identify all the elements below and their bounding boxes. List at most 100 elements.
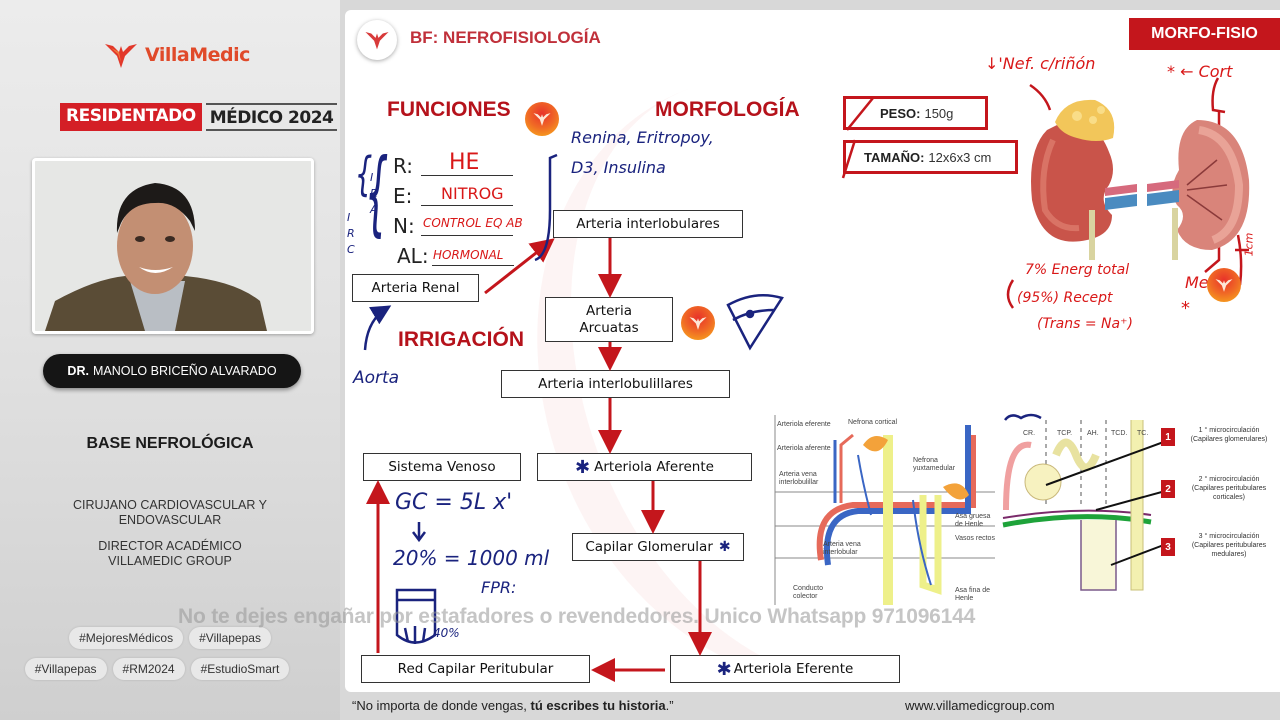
presenter-video-frame bbox=[35, 161, 311, 331]
micro-item-3: 3 ° microcirculación (Capilares peritubu… bbox=[1179, 532, 1279, 559]
asterisk-icon: ✱ bbox=[716, 658, 732, 680]
presenter-webcam bbox=[32, 158, 314, 334]
segment-ah: AH. bbox=[1087, 430, 1099, 437]
brand-name: VillaMedic bbox=[145, 44, 250, 66]
fpr-note: FPR: bbox=[481, 578, 517, 597]
phoenix-icon bbox=[365, 32, 389, 50]
label-arteriola-eferente: Arteriola eferente bbox=[777, 421, 831, 428]
box-capilar-glomerular: Capilar Glomerular ✱ bbox=[572, 533, 744, 561]
micro-item-1: 1 ° microcirculación (Capilares glomerul… bbox=[1179, 426, 1279, 444]
presenter-name: MANOLO BRICEÑO ALVARADO bbox=[92, 364, 277, 378]
hashtag: #Villapepas bbox=[24, 658, 107, 680]
heading-irrigacion: IRRIGACIÓN bbox=[398, 328, 524, 351]
asterisk-icon: ✱ bbox=[575, 456, 591, 478]
website-link[interactable]: www.villamedicgroup.com bbox=[905, 698, 1055, 713]
funcion-key-e: E: bbox=[393, 184, 413, 208]
lecture-slide: BF: NEFROFISIOLOGÍA MORFO-FISIO FUNCIONE… bbox=[345, 10, 1280, 692]
micro-number-2: 2 bbox=[1161, 480, 1175, 498]
label-conducto-colector: Conducto colector bbox=[793, 585, 823, 600]
segment-cr: CR. bbox=[1023, 430, 1036, 437]
microcirculation-drawing bbox=[1002, 413, 1170, 591]
heading-funciones: FUNCIONES bbox=[387, 98, 511, 121]
villamedic-medal-icon bbox=[681, 306, 715, 340]
flow-arrows bbox=[363, 77, 1249, 682]
villamedic-medal-icon bbox=[1207, 268, 1241, 302]
banner-black-text: MÉDICO 2024 bbox=[205, 103, 338, 131]
funcion-blank-n bbox=[421, 220, 513, 236]
nephron-diagram-drawing bbox=[774, 415, 995, 605]
presenter-name-badge: DR. MANOLO BRICEÑO ALVARADO bbox=[43, 354, 301, 388]
energy-note-3: (Trans = Na⁺) bbox=[1037, 316, 1133, 332]
tamano-label: TAMAÑO: bbox=[864, 149, 925, 165]
funcion-answer-al: HORMONAL bbox=[433, 248, 504, 262]
arteriola-aferente-label: Arteriola Aferente bbox=[594, 458, 714, 475]
course-title: BASE NEFROLÓGICA bbox=[86, 435, 254, 452]
presenter-sidebar: VillaMedic RESIDENTADO MÉDICO 2024 DR. M… bbox=[0, 0, 340, 720]
tamano-value: 12x6x3 cm bbox=[928, 149, 992, 165]
hashtag-row-1: #MejoresMédicos #Villapepas bbox=[0, 627, 340, 649]
funcion-blank-al bbox=[432, 250, 514, 266]
presenter-role-1: CIRUJANO CARDIOVASCULAR Y ENDOVASCULAR bbox=[0, 498, 340, 528]
arteriola-eferente-label: Arteriola Eferente bbox=[733, 660, 854, 677]
section-badge: MORFO-FISIO bbox=[1129, 18, 1280, 50]
funcion-key-n: N: bbox=[393, 214, 415, 238]
flow-note: 20% = 1000 ml bbox=[393, 546, 550, 570]
footer-quote: “No importa de donde vengas, tú escribes… bbox=[352, 698, 674, 713]
micro-desc-3: (Capilares peritubulares medulares) bbox=[1191, 542, 1267, 558]
micro-title-1: 1 ° microcirculación bbox=[1198, 427, 1260, 434]
pct-note: 40% bbox=[433, 626, 460, 640]
slide-logo bbox=[357, 20, 397, 60]
box-red-capilar-peritubular: Red Capilar Peritubular bbox=[361, 655, 590, 683]
role-2-line-2: VILLAMEDIC GROUP bbox=[108, 554, 232, 568]
bracket-inner: { bbox=[365, 139, 389, 246]
label-nefrona-cortical: Nefrona cortical bbox=[848, 419, 898, 426]
funcion-answer-e: NITROG bbox=[441, 184, 504, 203]
label-nefrona-yuxtamedular: Nefrona yuxtamedular bbox=[913, 457, 956, 472]
hormones-note-2: D3, Insulina bbox=[571, 158, 666, 177]
bracket-outer: { bbox=[354, 147, 373, 201]
micro-number-1: 1 bbox=[1161, 428, 1175, 446]
funcion-key-al: AL: bbox=[397, 244, 429, 268]
quote-start: “No importa de donde vengas, bbox=[352, 698, 531, 713]
label-arteria-vena-interlobular: Arteria vena interlobular bbox=[823, 541, 861, 556]
box-arteria-interlobulillares: Arteria interlobulillares bbox=[501, 370, 730, 398]
micro-item-2: 2 ° microcirculación (Capilares peritubu… bbox=[1179, 475, 1279, 502]
presenter-role-2: DIRECTOR ACADÉMICO VILLAMEDIC GROUP bbox=[0, 539, 340, 569]
role-2-line-1: DIRECTOR ACADÉMICO bbox=[98, 539, 242, 553]
role-1-line-2: ENDOVASCULAR bbox=[118, 513, 222, 527]
peso-box: PESO: 150g bbox=[843, 96, 988, 130]
villamedic-logo: VillaMedic bbox=[103, 40, 250, 70]
hormones-note-1: Renina, Eritropoy, bbox=[571, 128, 714, 147]
kidney-illustration bbox=[1031, 99, 1250, 260]
energy-note-2: (95%) Recept bbox=[1017, 290, 1113, 306]
micro-title-3: 3 ° microcirculación bbox=[1198, 533, 1260, 540]
funcion-blank-r bbox=[421, 160, 513, 176]
aorta-note: Aorta bbox=[353, 368, 400, 388]
capilar-glomerular-label: Capilar Glomerular bbox=[585, 538, 713, 555]
hashtag: #EstudioSmart bbox=[190, 658, 290, 680]
arcuatas-line-1: Arteria bbox=[586, 302, 632, 319]
box-arteria-interlobulares: Arteria interlobulares bbox=[553, 210, 743, 238]
cortex-note: * ← Cort bbox=[1167, 62, 1233, 81]
label-arteriola-aferente: Arteriola aferente bbox=[777, 445, 831, 452]
box-sistema-venoso: Sistema Venoso bbox=[363, 453, 521, 481]
quote-bold: tú escribes tu historia bbox=[530, 698, 666, 713]
quote-end: .” bbox=[665, 698, 674, 713]
label-arteria-vena-interlobulillar: Arteria vena interlobulillar bbox=[779, 471, 819, 486]
box-arteriola-eferente: ✱ Arteriola Eferente bbox=[670, 655, 900, 683]
phoenix-logo-icon bbox=[105, 44, 137, 68]
funcion-answer-n: CONTROL EQ AB bbox=[423, 216, 523, 230]
peso-label: PESO: bbox=[880, 105, 921, 121]
segment-tcp: TCP. bbox=[1057, 430, 1073, 437]
funcion-key-r: R: bbox=[393, 154, 414, 178]
hashtag: #RM2024 bbox=[112, 658, 185, 680]
energy-note-1: 7% Energ total bbox=[1025, 262, 1130, 278]
hashtag-row-2: #Villapepas #RM2024 #EstudioSmart bbox=[0, 658, 340, 680]
segment-tc: TC. bbox=[1137, 430, 1149, 437]
presenter-prefix: DR. bbox=[67, 364, 89, 378]
villamedic-medal-icon bbox=[525, 102, 559, 136]
funcion-answer-r: HE bbox=[449, 150, 480, 175]
micro-title-2: 2 ° microcirculación bbox=[1198, 476, 1260, 483]
